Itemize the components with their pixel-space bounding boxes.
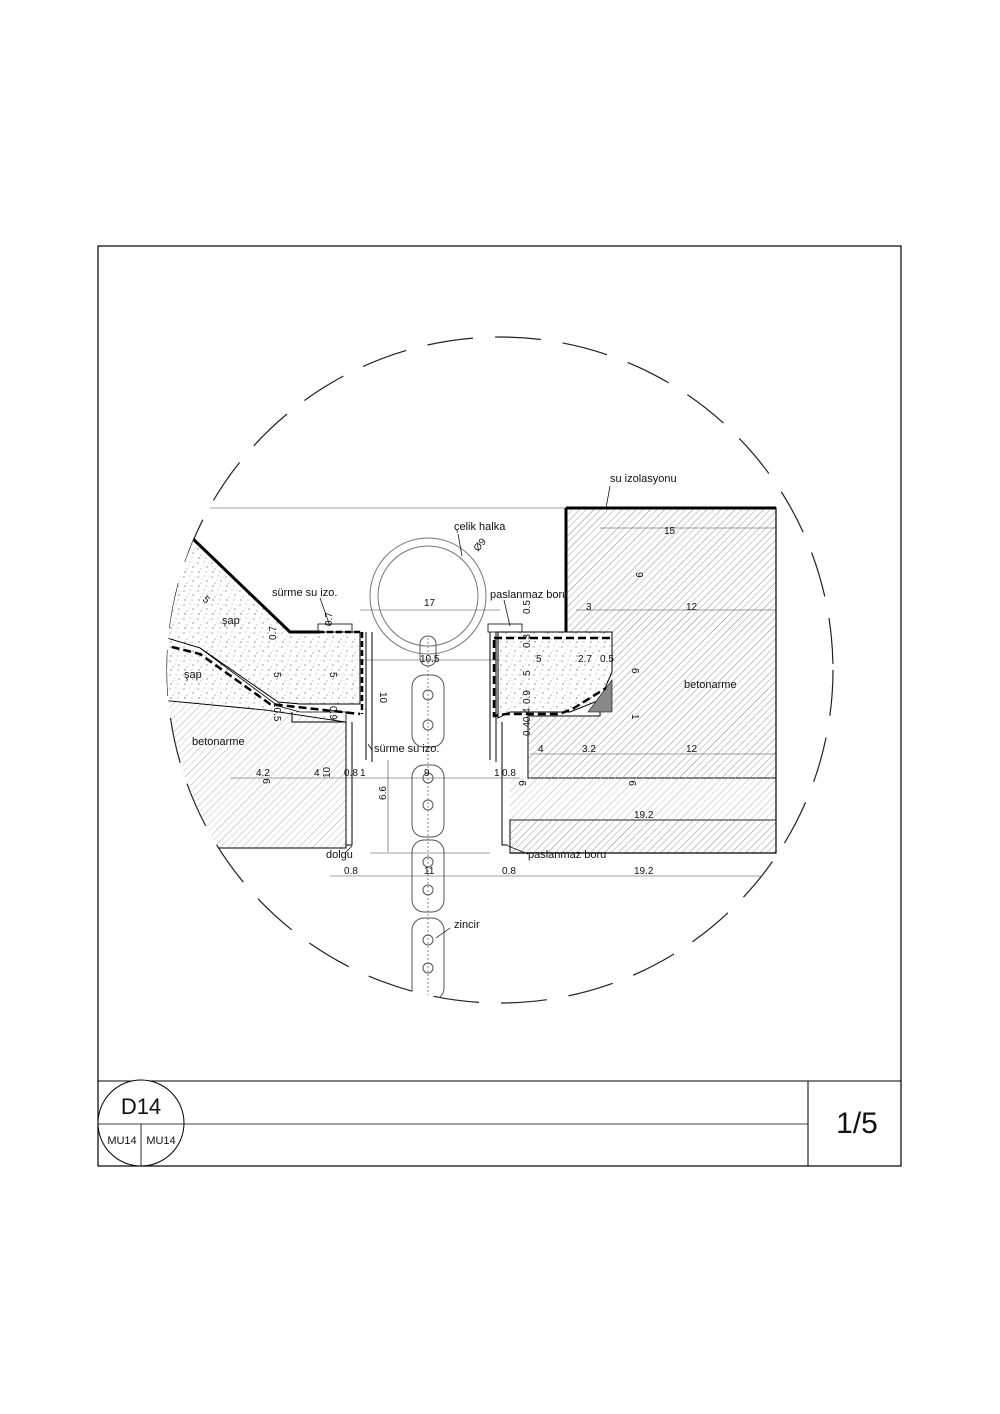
dim-text: 5 [522, 670, 533, 676]
dim-text: 0.8 [344, 768, 358, 779]
dim-text: 3.2 [582, 744, 596, 755]
label-surme-su-izo-bottom: sürme su izo. [374, 743, 439, 755]
dim-text: 0.8 [502, 768, 516, 779]
label-celik-halka: çelik halka [454, 521, 506, 533]
dim-text: 0.8 [502, 866, 516, 877]
labels: su izolasyonu çelik halka Ø9 sürme su iz… [184, 473, 737, 931]
label-dolgu: dolgu [326, 849, 353, 861]
dim-text: 9 [628, 780, 639, 786]
dim-text: 0.7 [324, 612, 335, 626]
dim-text: 10.5 [271, 702, 282, 722]
dim-text: 0.9 [327, 706, 338, 720]
dim-text: 1 [629, 714, 640, 720]
sheet-frame [97, 245, 902, 1167]
label-betonarme-left: betonarme [192, 736, 245, 748]
dim-text: 0.7 [268, 626, 279, 640]
dimension-lines [210, 507, 776, 877]
ref-left: MU14 [107, 1135, 136, 1147]
dim-text: 4.2 [256, 768, 270, 779]
label-sap-2: şap [184, 669, 202, 681]
label-paslanmaz-boru-top: paslanmaz boru [490, 589, 568, 601]
steel-ring [369, 537, 487, 655]
dim-text: 10.5 [420, 654, 440, 665]
dimension-texts: 15 9 3 12 17 0.5 5 0.7 0.7 10.5 5 2.7 0.… [200, 526, 698, 877]
dim-text: 12 [686, 602, 698, 613]
title-block: D14 MU14 MU14 1/5 [97, 1079, 901, 1167]
dim-text: 6.6 [378, 786, 389, 800]
dim-text: 0.40.4 [522, 708, 533, 736]
dim-text: 12 [686, 744, 698, 755]
dim-text: 0.8 [344, 866, 358, 877]
dim-text: 1 [360, 768, 366, 779]
dim-text: 9 [424, 768, 430, 779]
ref-right: MU14 [146, 1135, 175, 1147]
label-diameter: Ø9 [472, 536, 489, 554]
dim-text: 0.5 [600, 654, 614, 665]
dim-text: 19.2 [634, 866, 654, 877]
dim-text: 4 [314, 768, 320, 779]
label-su-izolasyonu: su izolasyonu [610, 473, 677, 485]
dim-text: 15 [664, 526, 676, 537]
label-sap-1: şap [222, 615, 240, 627]
label-betonarme-right: betonarme [684, 679, 737, 691]
label-surme-su-izo-top: sürme su izo. [272, 587, 337, 599]
label-zincir: zincir [454, 919, 480, 931]
dim-text: 1 [494, 768, 500, 779]
dim-text: 10 [377, 692, 388, 704]
dim-text: 17 [424, 598, 436, 609]
dim-text: 9 [262, 778, 273, 784]
dim-text: 4 [538, 744, 544, 755]
dim-text: 6 [629, 668, 640, 674]
dim-text: 3 [586, 602, 592, 613]
dim-text: 19.2 [634, 810, 654, 821]
dim-text: 9 [633, 572, 644, 578]
chain [411, 635, 445, 1003]
scale: 1/5 [836, 1107, 878, 1140]
detail-code: D14 [121, 1094, 161, 1119]
dim-text: 10 [322, 766, 333, 778]
label-paslanmaz-boru-bottom: paslanmaz boru [528, 849, 606, 861]
dim-text: 5 [271, 672, 282, 678]
dim-text: 0.9 [522, 690, 533, 704]
section-geometry [167, 506, 777, 1003]
right-screed [497, 631, 613, 719]
leaders [319, 485, 611, 939]
dim-text: 0.3 [522, 634, 533, 648]
dim-text: 5 [327, 672, 338, 678]
dim-text: 2.7 [578, 654, 592, 665]
dim-text: 0.5 [522, 600, 533, 614]
dim-text: 9 [518, 780, 529, 786]
dim-text: 11 [424, 866, 435, 877]
dim-text: 5 [536, 654, 542, 665]
